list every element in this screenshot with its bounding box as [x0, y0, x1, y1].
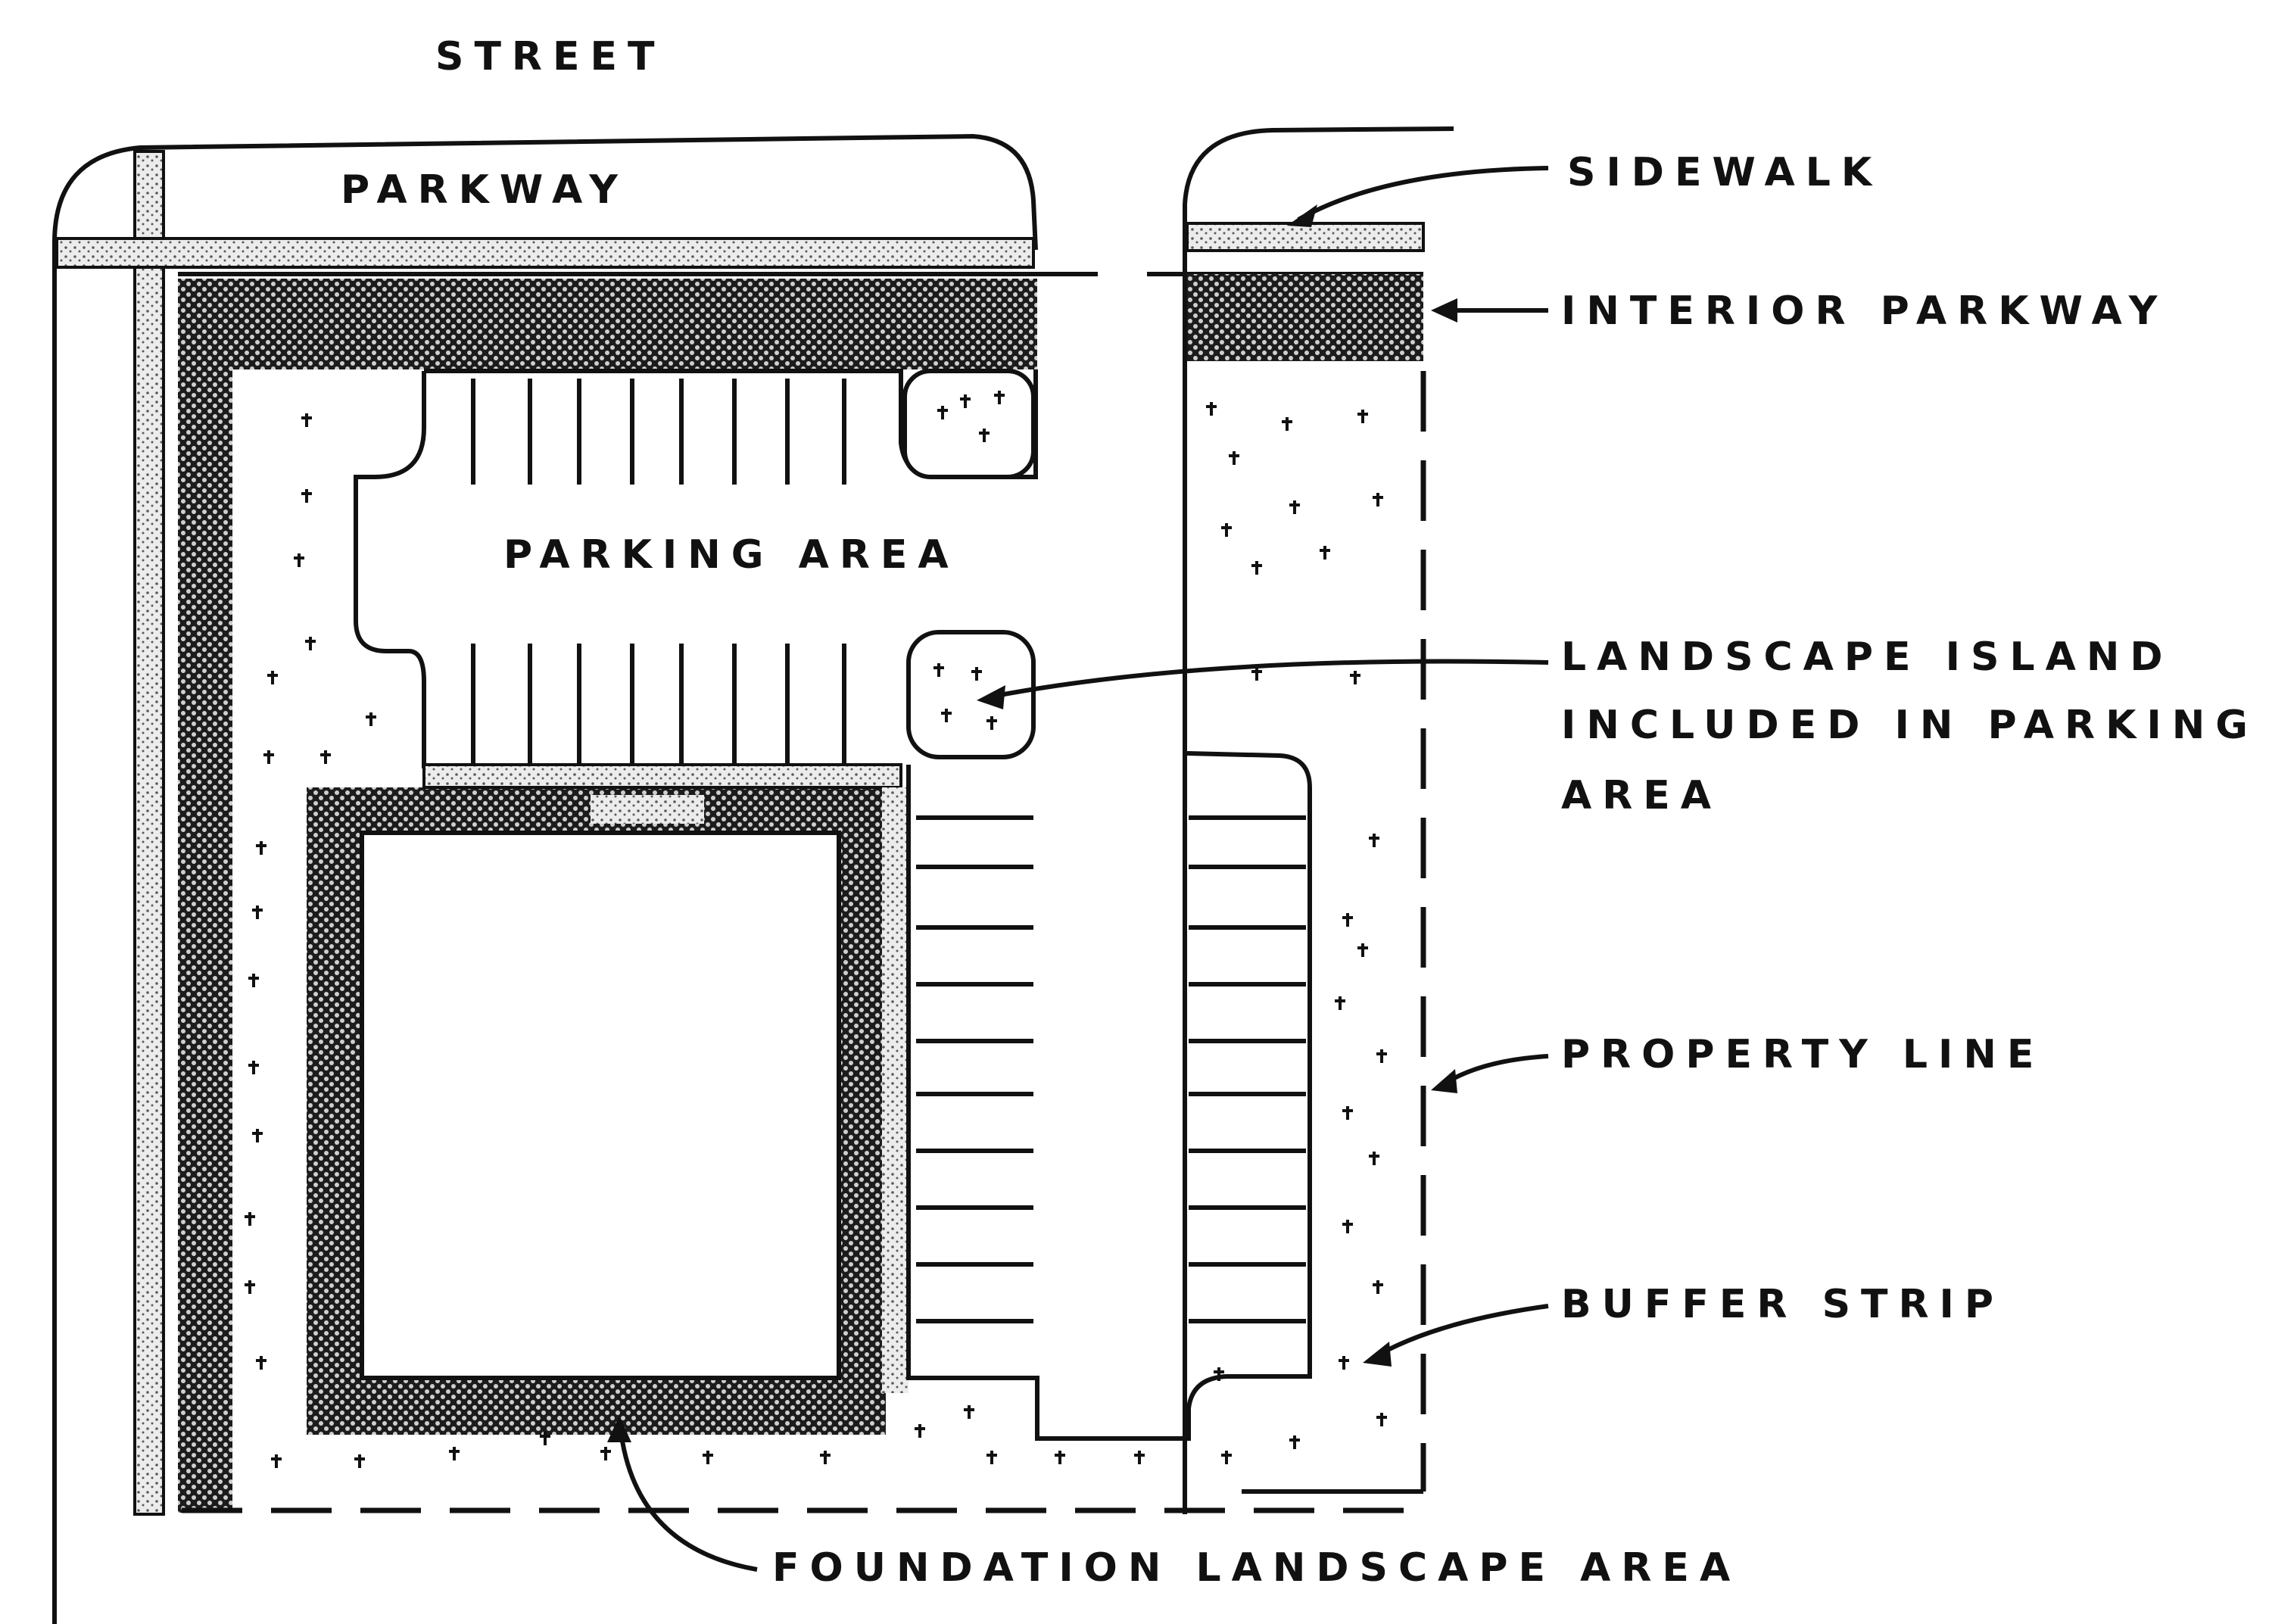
landscape-island-top	[902, 369, 1036, 479]
label-landscape-island-3: AREA	[1561, 773, 1722, 818]
building-stipple-right	[882, 787, 909, 1393]
sidewalk-right	[1186, 222, 1425, 252]
sidewalk-horizontal-left	[55, 237, 1035, 269]
street-edge-line	[52, 133, 1038, 1624]
leader-sidewalk	[1287, 166, 1549, 227]
building-footprint	[360, 831, 841, 1380]
parking-area-right	[906, 751, 1312, 1441]
parking-area-top	[354, 369, 1038, 768]
sidewalk-vertical	[133, 150, 165, 1516]
label-sidewalk: SIDEWALK	[1567, 150, 1882, 195]
leader-property-line	[1431, 1054, 1549, 1093]
label-buffer-strip: BUFFER STRIP	[1561, 1282, 2004, 1327]
label-property-line: PROPERTY LINE	[1561, 1032, 2044, 1077]
leader-foundation-landscape	[607, 1416, 758, 1572]
label-landscape-island-2: INCLUDED IN PARKING	[1561, 703, 2258, 748]
right-parcel-outline	[1183, 126, 1454, 1514]
building-stipple-top	[422, 763, 902, 789]
leader-interior-parkway	[1431, 298, 1548, 323]
label-parkway: PARKWAY	[341, 167, 628, 213]
interior-parkway-hedge-right	[1187, 274, 1423, 361]
interior-parkway-hedge-top	[178, 279, 1037, 369]
label-parking-area: PARKING AREA	[503, 532, 959, 578]
label-landscape-island-1: LANDSCAPE ISLAND	[1561, 634, 2174, 680]
interior-parkway-hedge-left	[178, 279, 232, 1513]
leader-buffer-strip	[1363, 1304, 1549, 1367]
label-foundation-landscape-area: FOUNDATION LANDSCAPE AREA	[772, 1545, 1741, 1591]
label-street: STREET	[435, 34, 665, 79]
label-interior-parkway: INTERIOR PARKWAY	[1561, 288, 2168, 334]
leader-landscape-island	[977, 659, 1549, 709]
